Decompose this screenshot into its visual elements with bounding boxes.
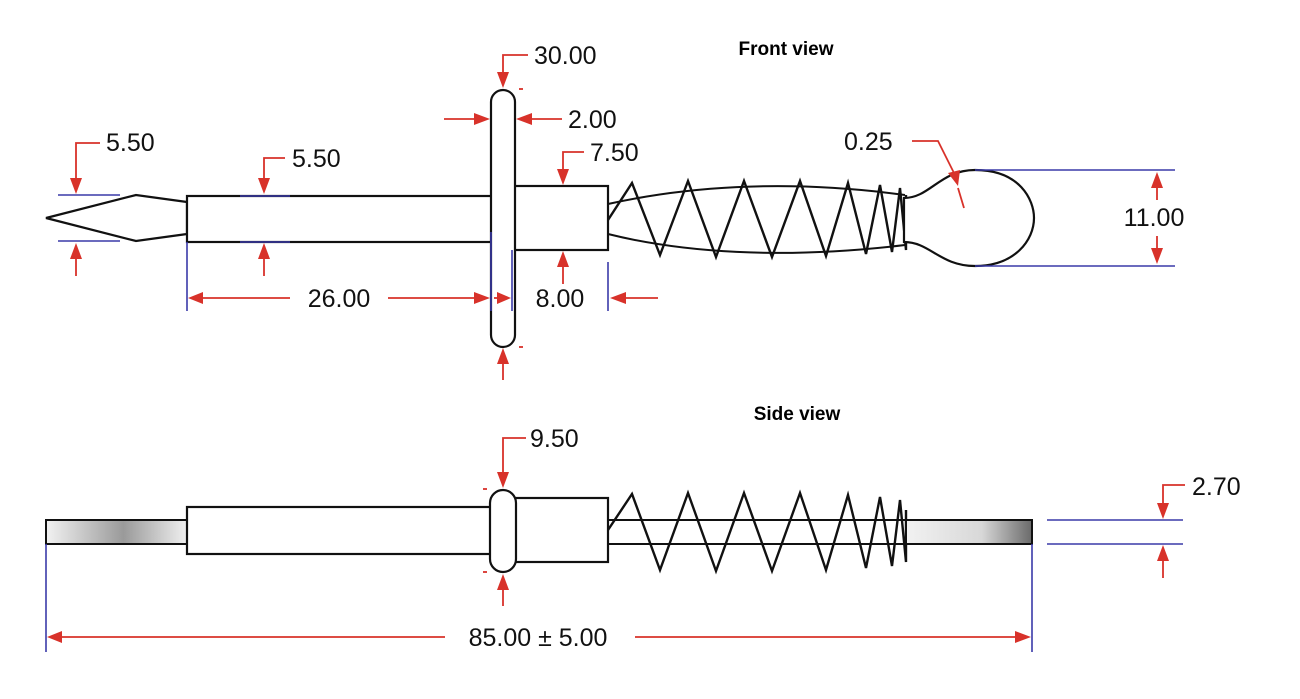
dim-shaft-diameter: 5.50 (292, 145, 341, 173)
front-shaft (185, 194, 494, 244)
dim-flange-thickness: 2.00 (568, 106, 617, 134)
side-view-part (45, 488, 1033, 575)
side-sleeve (510, 496, 610, 564)
dim-sleeve-length: 8.00 (536, 285, 585, 313)
needle-tip (45, 193, 189, 243)
side-spring (607, 489, 908, 575)
side-rod-left (45, 519, 188, 545)
side-rod-right (905, 519, 1033, 545)
spring-envelope-top (607, 185, 906, 205)
front-flange (489, 88, 517, 349)
dim-sleeve-diameter: 7.50 (590, 139, 639, 167)
front-spring (606, 177, 908, 261)
dim-shaft-length: 26.00 (308, 285, 371, 313)
dim-overall-length: 85.00 ± 5.00 (469, 624, 608, 652)
front-sleeve (510, 184, 610, 252)
side-shaft (185, 505, 494, 556)
loop-eye (902, 168, 1036, 268)
front-view-dimensions: 5.50 5.50 30.00 2.00 7.50 0.25 (58, 42, 1184, 380)
spring-envelope-bottom (607, 233, 906, 254)
dim-wire-diameter: 0.25 (844, 128, 893, 156)
front-view-part (45, 88, 1036, 349)
side-view-dimensions: 9.50 2.70 85.00 ± 5.00 (45, 425, 1241, 652)
dim-flange-side-thickness: 9.50 (530, 425, 579, 453)
dim-loop-height: 11.00 (1124, 204, 1185, 232)
dim-flange-diameter: 30.00 (534, 42, 597, 70)
side-view-title: Side view (754, 404, 841, 425)
dim-side-thickness: 2.70 (1192, 473, 1241, 501)
side-flange (488, 488, 518, 574)
front-view-title: Front view (738, 39, 833, 60)
dim-tip-diameter: 5.50 (106, 129, 155, 157)
